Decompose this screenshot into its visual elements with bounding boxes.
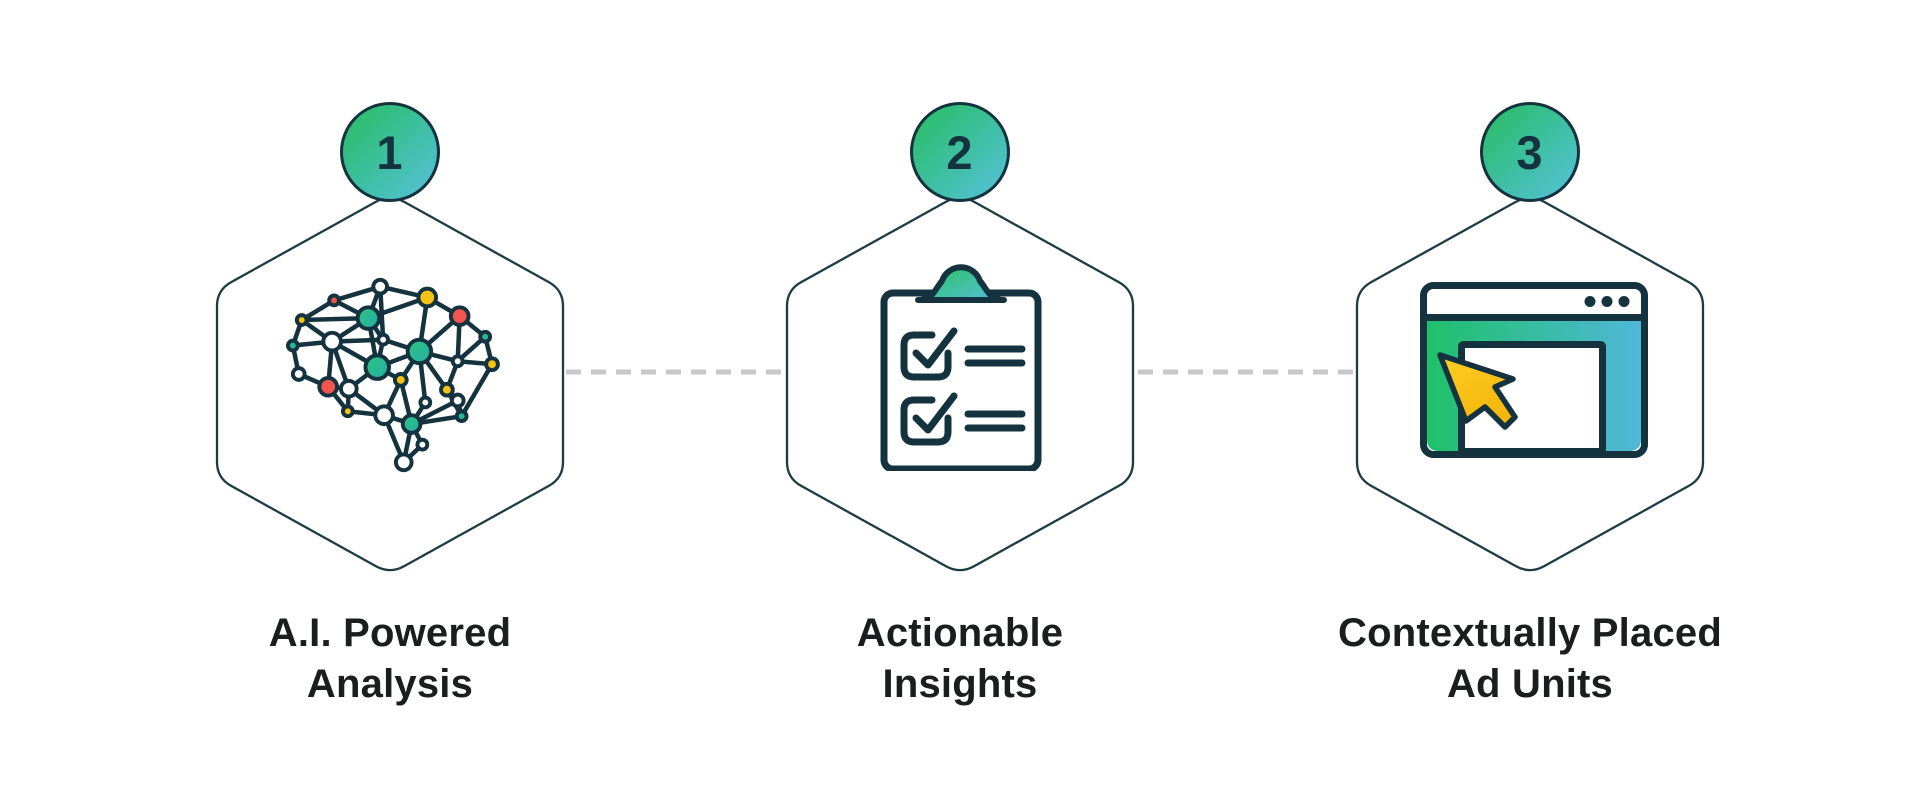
connector-dashed-line-2 [1138, 369, 1354, 375]
step-title-line: A.I. Powered [268, 611, 512, 655]
step-title-2: Actionable Insights [700, 608, 1220, 710]
step-title-line: Contextually Placed [1338, 611, 1722, 655]
step-title-line: Ad Units [1446, 662, 1614, 706]
step-title-line: Insights [882, 662, 1038, 706]
step-title-line: Analysis [306, 662, 474, 706]
browser-ad-cursor-icon [1420, 282, 1648, 458]
browser-menu-dots [1584, 296, 1630, 307]
step-number-badge-3: 3 [1480, 102, 1580, 202]
cursor-arrow-icon [1437, 352, 1518, 430]
connector-dashed-line-1 [566, 369, 782, 375]
step-title-line: Actionable [856, 611, 1064, 655]
step-number-badge-1: 1 [340, 102, 440, 202]
step-number: 3 [1516, 125, 1544, 179]
hexagon-outline-1 [215, 196, 565, 572]
checklist-row-2 [900, 392, 1026, 446]
step-number-badge-2: 2 [910, 102, 1010, 202]
step-title-1: A.I. Powered Analysis [130, 608, 650, 710]
checklist-row-1 [900, 327, 1026, 381]
clipboard-checklist-icon [880, 264, 1042, 471]
clipboard-clip [915, 264, 1007, 303]
step-title-3: Contextually Placed Ad Units [1270, 608, 1790, 710]
step-number: 2 [946, 125, 974, 179]
brain-network-icon [286, 277, 500, 473]
step-number: 1 [376, 125, 404, 179]
